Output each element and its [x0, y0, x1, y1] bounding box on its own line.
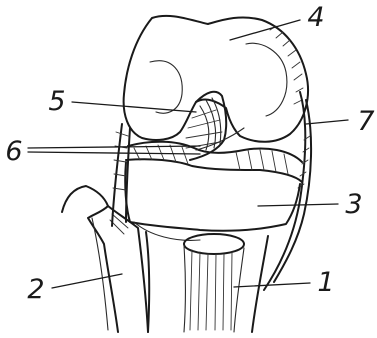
leader-7	[306, 120, 348, 124]
leader-6a	[28, 146, 200, 148]
callout-label-7: 7	[354, 108, 377, 135]
callout-label-2: 2	[24, 276, 48, 303]
callout-label-3: 3	[342, 191, 366, 218]
leader-6b	[28, 152, 200, 154]
femur-condyles	[124, 16, 308, 142]
callout-leaders	[28, 20, 348, 288]
callout-label-1: 1	[314, 269, 338, 296]
menisci	[126, 128, 302, 182]
leader-4	[230, 20, 300, 40]
fibula	[62, 186, 148, 332]
callout-label-6: 6	[2, 138, 26, 165]
tibia-shaft	[146, 232, 268, 332]
fibular-collateral-ligament	[264, 92, 311, 290]
leader-1	[234, 283, 310, 287]
callout-label-4: 4	[304, 4, 328, 31]
anterior-cruciate-ligament	[186, 92, 226, 160]
callout-label-5: 5	[45, 88, 69, 115]
tibia-head	[125, 162, 300, 240]
